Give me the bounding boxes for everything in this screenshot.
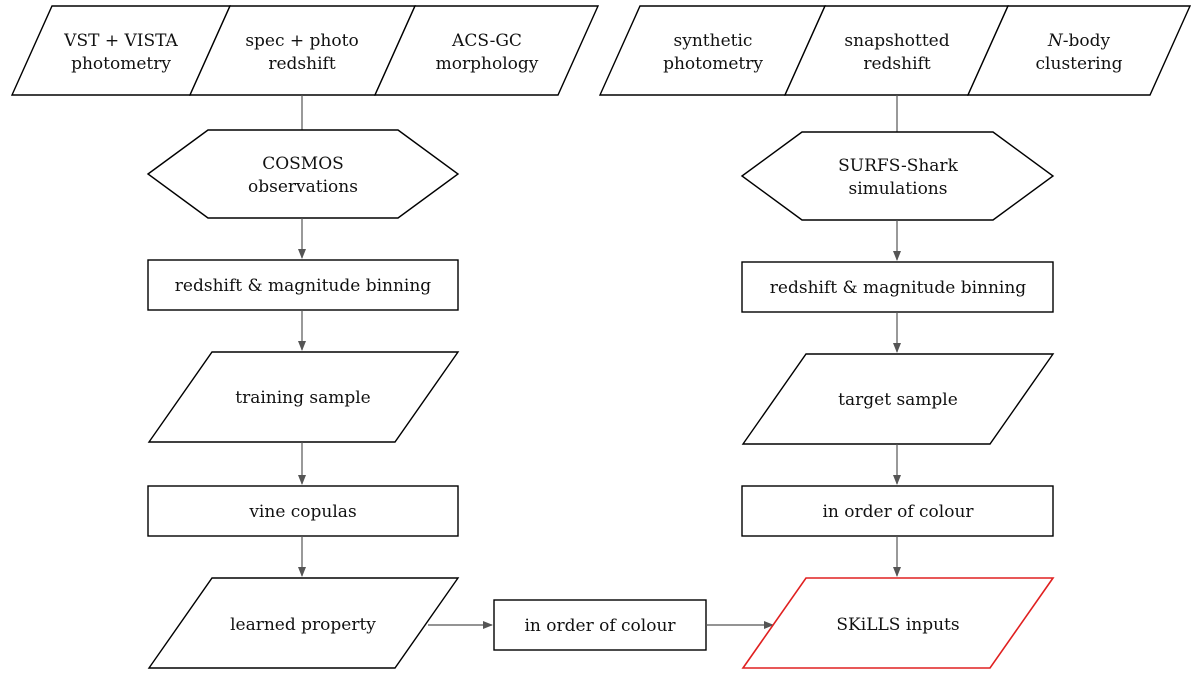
left-source-hexagon: COSMOS observations [146,129,460,219]
left-input-morphology-line2: morphology [436,54,539,74]
right-source-line2: simulations [849,179,948,199]
right-binning-label: redshift & magnitude binning [770,278,1026,298]
left-training-sample: training sample [147,351,460,443]
right-input-synthetic-line2: photometry [663,54,763,74]
left-binning-label: redshift & magnitude binning [175,276,431,296]
left-vine-copulas-box: vine copulas [147,485,459,537]
left-sample-label: training sample [235,388,371,408]
bridge-order-of-colour-box: in order of colour [493,599,707,651]
left-input-photometry-line2: photometry [71,54,171,74]
right-sample-label: target sample [838,390,958,410]
right-method-label: in order of colour [822,502,974,522]
right-input-nbody-italic: N [1047,31,1064,51]
right-target-sample: target sample [741,353,1055,445]
right-binning-box: redshift & magnitude binning [741,261,1054,313]
right-output-label: SKiLLS inputs [836,615,959,635]
left-input-photometry: VST + VISTA photometry [10,5,232,96]
left-source-line2: observations [248,177,358,197]
right-input-synthetic-photometry: synthetic photometry [598,5,827,96]
left-input-redshift: spec + photo redshift [188,5,417,96]
left-input-photometry-line1: VST + VISTA [63,31,178,51]
left-learned-property: learned property [147,577,460,669]
left-binning-box: redshift & magnitude binning [147,259,459,311]
left-input-redshift-line2: redshift [268,54,335,74]
right-source-line1: SURFS-Shark [838,156,958,176]
left-input-morphology-line1: ACS-GC [451,31,522,51]
right-input-nbody-rest: -body [1063,31,1111,51]
right-input-snapshotted-line2: redshift [863,54,930,74]
right-order-of-colour-box: in order of colour [741,485,1054,537]
left-method-label: vine copulas [248,502,356,522]
skills-inputs-output: SKiLLS inputs [741,577,1055,669]
left-source-line1: COSMOS [262,154,344,174]
right-input-snapshotted-line1: snapshotted [844,31,949,51]
bridge-label: in order of colour [524,616,676,636]
right-input-nbody-line1: N-body [1047,31,1111,51]
left-input-redshift-line1: spec + photo [245,31,358,51]
right-source-hexagon: SURFS-Shark simulations [740,131,1055,221]
left-input-morphology: ACS-GC morphology [373,5,600,96]
right-input-nbody-line2: clustering [1036,54,1123,74]
left-output-label: learned property [230,615,376,635]
right-input-synthetic-line1: synthetic [674,31,753,51]
right-input-nbody-clustering: N-body clustering [966,5,1192,96]
